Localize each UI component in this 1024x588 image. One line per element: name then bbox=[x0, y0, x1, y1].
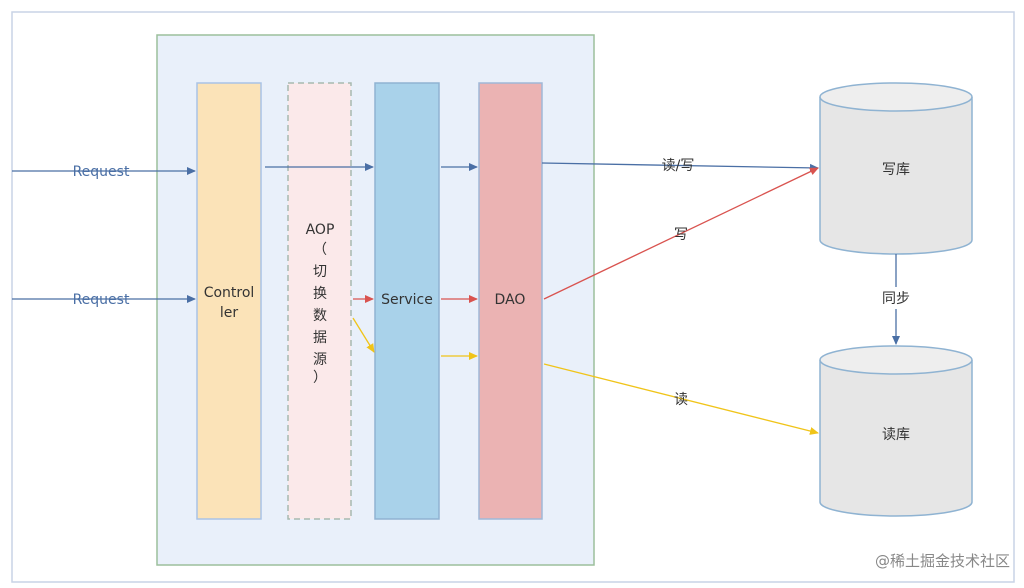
write-edge-label: 写 bbox=[674, 227, 688, 243]
aop-label-char: 换 bbox=[313, 285, 327, 302]
read-write-edge-label: 读/写 bbox=[662, 157, 695, 174]
dao-to-write-db-blue-arrow bbox=[541, 162, 819, 172]
sync-edge-label: 同步 bbox=[882, 291, 910, 307]
aop-layer bbox=[287, 82, 352, 520]
service-label: Service bbox=[381, 292, 433, 308]
controller-layer bbox=[196, 82, 262, 520]
aop-label-char: 源 bbox=[313, 352, 327, 368]
service-layer bbox=[374, 82, 440, 520]
dao-label: DAO bbox=[495, 292, 526, 308]
controller-label-line1: Control bbox=[204, 285, 255, 301]
aop-label-char: ） bbox=[313, 370, 327, 386]
aop-label-line: AOP bbox=[306, 222, 335, 238]
sync-label-bg bbox=[872, 287, 920, 309]
controller-label-line2: ler bbox=[220, 305, 239, 321]
read-db-label: 读库 bbox=[882, 426, 910, 443]
dao-to-write-db-red-arrow bbox=[543, 167, 819, 300]
dao-layer bbox=[478, 82, 543, 520]
aop-label-char: 切 bbox=[313, 264, 327, 280]
request-label-bottom: Request bbox=[73, 292, 130, 308]
aop-label-char: （ bbox=[313, 242, 327, 258]
aop-label-char: 据 bbox=[313, 330, 327, 346]
write-db-label: 写库 bbox=[882, 162, 910, 178]
read-db-cylinder: 读库 bbox=[819, 345, 973, 517]
read-edge-label: 读 bbox=[674, 391, 688, 408]
watermark: @稀土掘金技术社区 bbox=[875, 552, 1010, 570]
request-label-top: Request bbox=[73, 164, 130, 180]
aop-label-char: 数 bbox=[313, 308, 327, 324]
write-db-cylinder: 写库 bbox=[819, 82, 973, 255]
aop-to-service-arrow-yellow bbox=[352, 317, 375, 353]
dao-to-read-db-yellow-arrow bbox=[543, 363, 819, 435]
